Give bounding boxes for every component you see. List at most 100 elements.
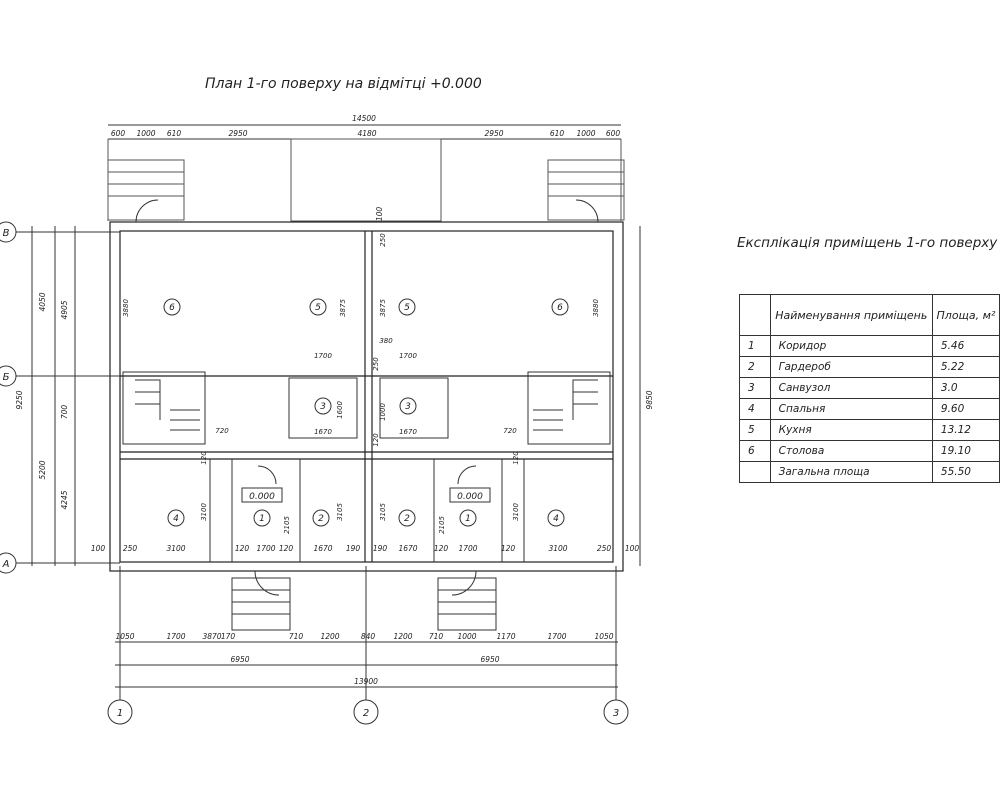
dim-inner: 250 xyxy=(379,233,387,247)
dim-row: 1670 xyxy=(313,544,332,553)
dim-left: 5200 xyxy=(38,460,47,479)
room-mark: 5 xyxy=(315,303,321,313)
dim-half: 6950 xyxy=(230,655,249,664)
room-mark: 1 xyxy=(465,514,471,524)
header-area: Площа, м² xyxy=(931,294,1000,336)
dim-left: 4050 xyxy=(38,292,47,311)
dim-top: 2950 xyxy=(228,129,247,138)
dim-inner: 2105 xyxy=(283,516,291,534)
dim-inner: 1670 xyxy=(314,428,332,436)
dim-inner: 380 xyxy=(379,337,393,345)
dim-bottom: 1200 xyxy=(393,632,412,641)
explication-table: Найменування приміщень Площа, м² 1 Корид… xyxy=(739,294,1000,483)
dim-inner: 120 xyxy=(200,451,208,465)
dim-left: 4245 xyxy=(60,490,69,509)
dim-inner: 3100 xyxy=(200,503,208,521)
room-mark: 4 xyxy=(553,514,559,524)
row-area: 3.0 xyxy=(931,377,1000,399)
dim-row: 1670 xyxy=(398,544,417,553)
row-name: Кухня xyxy=(769,419,933,441)
dim-row: 100 xyxy=(625,544,640,553)
table-row: 6 Столова 19.10 xyxy=(739,440,1000,462)
row-area: 13.12 xyxy=(931,419,1000,441)
dim-top: 610 xyxy=(550,129,565,138)
dim-inner: 3105 xyxy=(336,503,344,521)
row-name: Гардероб xyxy=(769,356,933,378)
row-num xyxy=(739,461,771,483)
dim-row: 100 xyxy=(91,544,106,553)
dim-inner: 3875 xyxy=(339,299,347,317)
row-num: 6 xyxy=(739,440,771,462)
row-area: 5.22 xyxy=(931,356,1000,378)
dim-inner: 720 xyxy=(215,427,229,435)
room-mark: 2 xyxy=(318,514,324,524)
table-row: 1 Коридор 5.46 xyxy=(739,335,1000,357)
table-row: 4 Спальня 9.60 xyxy=(739,398,1000,420)
axis-row-label: А xyxy=(2,559,10,570)
exterior-walls xyxy=(109,221,624,572)
dim-bottom: 170 xyxy=(221,632,236,641)
dim-inner: 250 xyxy=(372,357,380,371)
row-num: 5 xyxy=(739,419,771,441)
level-mark: 0.000 xyxy=(457,492,483,502)
dim-inner: 3105 xyxy=(379,503,387,521)
dim-bottom: 1000 xyxy=(457,632,476,641)
dim-top: 1000 xyxy=(576,129,595,138)
interior-partitions xyxy=(122,199,611,631)
dim-row: 120 xyxy=(279,544,294,553)
dim-row: 250 xyxy=(123,544,138,553)
dim-inner: 3880 xyxy=(122,299,130,317)
row-area: 19.10 xyxy=(931,440,1000,462)
room-mark: 3 xyxy=(405,402,411,412)
total-area: 55.50 xyxy=(931,461,1000,483)
row-num: 2 xyxy=(739,356,771,378)
level-mark: 0.000 xyxy=(249,492,275,502)
row-num: 1 xyxy=(739,335,771,357)
table-row: 3 Санвузол 3.0 xyxy=(739,377,1000,399)
dim-bottom: 1050 xyxy=(115,632,134,641)
dim-inner: 720 xyxy=(503,427,517,435)
room-mark: 2 xyxy=(404,514,410,524)
row-dimension-bottom: 100 250 3100 120 1700 120 1670 190 190 1… xyxy=(91,544,640,553)
row-name: Спальня xyxy=(769,398,933,420)
dim-top: 610 xyxy=(167,129,182,138)
table-total-row: Загальна площа 55.50 xyxy=(739,461,1000,483)
dim-bottom: 710 xyxy=(429,632,444,641)
dim-top: 2950 xyxy=(484,129,503,138)
dim-row: 3100 xyxy=(548,544,567,553)
table-row: 2 Гардероб 5.22 xyxy=(739,356,1000,378)
dim-top: 600 xyxy=(606,129,621,138)
dim-row: 120 xyxy=(434,544,449,553)
dim-bottom: 840 xyxy=(361,632,376,641)
room-mark: 6 xyxy=(557,303,563,313)
dim-bottom: 1200 xyxy=(320,632,339,641)
table-row: 5 Кухня 13.12 xyxy=(739,419,1000,441)
dim-bottom: 1050 xyxy=(594,632,613,641)
dim-left: 9250 xyxy=(15,390,24,409)
dim-row: 190 xyxy=(373,544,388,553)
dim-bottom: 710 xyxy=(289,632,304,641)
dim-left: 4905 xyxy=(60,300,69,319)
explication-title: Експлікація приміщень 1-го поверху xyxy=(737,235,998,251)
dim-inner: 120 xyxy=(372,433,380,447)
dim-left: 700 xyxy=(60,405,69,420)
room-mark: 6 xyxy=(169,303,175,313)
dim-half: 6950 xyxy=(480,655,499,664)
axis-col-label: 1 xyxy=(117,708,123,719)
header-name: Найменування приміщень xyxy=(769,294,933,336)
row-num: 3 xyxy=(739,377,771,399)
axis-col-label: 3 xyxy=(613,708,619,719)
dim-bottom: 1700 xyxy=(547,632,566,641)
row-name: Столова xyxy=(769,440,933,462)
dim-inner: 3100 xyxy=(512,503,520,521)
dim-row: 3100 xyxy=(166,544,185,553)
dim-bottom: 1170 xyxy=(496,632,515,641)
dim-row: 250 xyxy=(597,544,612,553)
room-mark: 1 xyxy=(259,514,265,524)
header-num xyxy=(739,294,771,336)
plan-title: План 1-го поверху на відмітці +0.000 xyxy=(205,76,482,92)
row-area: 9.60 xyxy=(931,398,1000,420)
row-name: Коридор xyxy=(769,335,933,357)
room-mark: 5 xyxy=(404,303,410,313)
